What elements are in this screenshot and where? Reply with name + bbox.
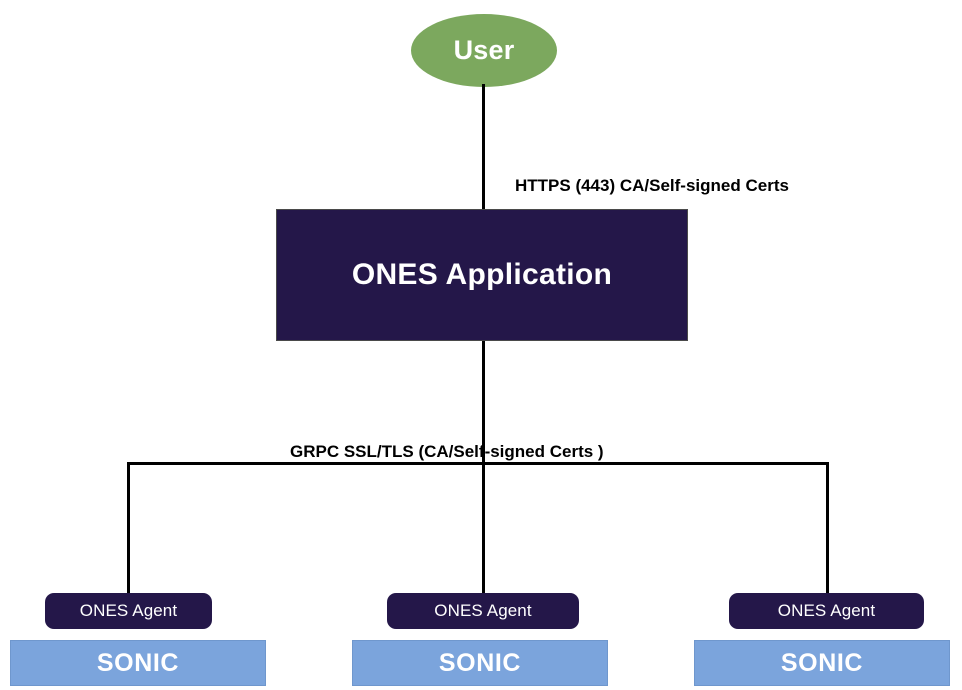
edge-label-grpc: GRPC SSL/TLS (CA/Self-signed Certs ) (290, 389, 604, 514)
node-sonic-2[interactable]: SONIC (352, 640, 608, 686)
connector-bus-horizontal (127, 462, 829, 465)
node-user-label: User (453, 35, 515, 65)
connector-bus-to-agent-3 (826, 462, 829, 595)
node-sonic-1-label: SONIC (96, 648, 180, 677)
node-ones-application-label: ONES Application (351, 258, 613, 291)
node-ones-agent-1-label: ONES Agent (79, 601, 178, 620)
node-ones-agent-3-label: ONES Agent (777, 601, 876, 620)
node-user[interactable]: User (411, 14, 557, 87)
node-ones-agent-2[interactable]: ONES Agent (387, 593, 579, 629)
connector-user-to-application (482, 84, 485, 210)
node-sonic-3-label: SONIC (780, 648, 864, 677)
node-ones-application[interactable]: ONES Application (276, 209, 688, 341)
edge-label-grpc-line1: GRPC SSL/TLS (CA/Self-signed Certs ) (290, 442, 604, 461)
node-ones-agent-2-label: ONES Agent (434, 601, 532, 620)
node-sonic-1[interactable]: SONIC (10, 640, 266, 686)
node-ones-agent-1[interactable]: ONES Agent (45, 593, 212, 629)
node-ones-agent-3[interactable]: ONES Agent (729, 593, 924, 629)
edge-label-https-line1: HTTPS (443) CA/Self-signed Certs (515, 176, 789, 195)
connector-bus-to-agent-2 (482, 462, 485, 595)
connector-bus-to-agent-1 (127, 462, 130, 595)
connector-application-to-bus (482, 341, 485, 465)
node-sonic-2-label: SONIC (438, 648, 522, 677)
node-sonic-3[interactable]: SONIC (694, 640, 950, 686)
